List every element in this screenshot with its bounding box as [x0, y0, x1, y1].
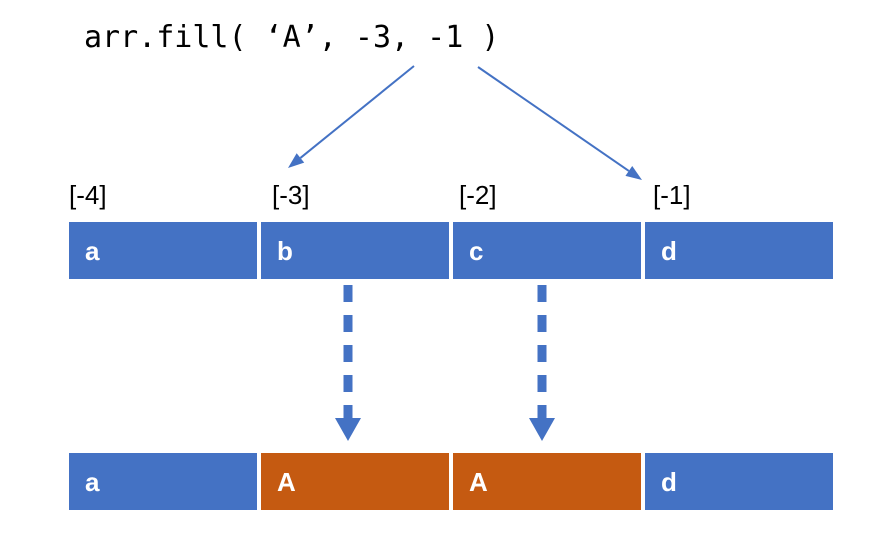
result-cell-3-label: d: [661, 466, 677, 497]
result-cell-2-label: A: [469, 466, 488, 497]
source-cell-2: c: [453, 222, 641, 279]
index-label-minus-3: [-3]: [272, 180, 310, 210]
result-cell-1-label: A: [277, 466, 296, 497]
result-array: a A A d: [69, 453, 833, 510]
end-index-arrow: [477, 66, 642, 180]
result-cell-1: A: [261, 453, 449, 510]
source-array: a b c d: [69, 222, 833, 279]
code-expression-title: arr.fill( ‘A’, -3, -1 ): [84, 20, 500, 55]
result-cell-0: a: [69, 453, 257, 510]
source-cell-3-label: d: [661, 235, 677, 266]
source-cell-1-label: b: [277, 235, 293, 266]
start-index-arrow: [288, 65, 415, 168]
result-cell-0-label: a: [85, 466, 100, 497]
source-cell-2-label: c: [469, 235, 484, 266]
index-label-minus-1: [-1]: [653, 180, 691, 210]
result-cell-3: d: [645, 453, 833, 510]
index-label-minus-2: [-2]: [459, 180, 497, 210]
source-cell-0-label: a: [85, 235, 100, 266]
fill-arrow-1: [335, 285, 361, 441]
source-cell-0: a: [69, 222, 257, 279]
index-label-minus-4: [-4]: [69, 180, 107, 210]
result-cell-2: A: [453, 453, 641, 510]
fill-arrow-2: [529, 285, 555, 441]
index-label-row: [-4] [-3] [-2] [-1]: [69, 179, 833, 215]
source-cell-3: d: [645, 222, 833, 279]
source-cell-1: b: [261, 222, 449, 279]
